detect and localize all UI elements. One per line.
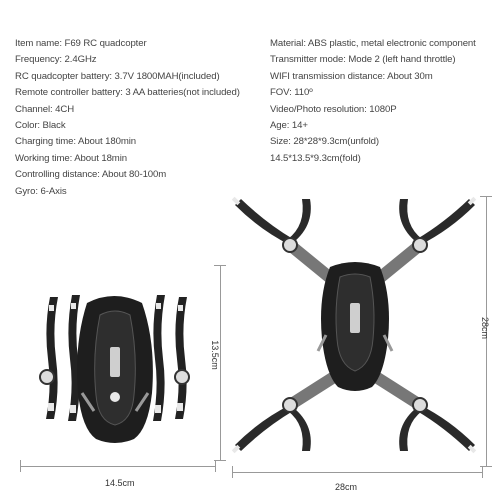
spec-list-left: Item name: F69 RC quadcopter Frequency: … bbox=[15, 36, 240, 200]
spec-quadcopter-battery: RC quadcopter battery: 3.7V 1800MAH(incl… bbox=[15, 70, 220, 82]
folded-height-label: 13.5cm bbox=[209, 340, 220, 370]
unfolded-height-tick-top bbox=[480, 196, 492, 197]
spec-size-unfold: Size: 28*28*9.3cm(unfold) bbox=[270, 136, 379, 148]
unfolded-width-tick-left bbox=[232, 466, 233, 478]
spec-resolution: Video/Photo resolution: 1080P bbox=[270, 103, 397, 115]
spec-size-fold: 14.5*13.5*9.3cm(fold) bbox=[270, 152, 361, 164]
spec-controlling-distance: Controlling distance: About 80-100m bbox=[15, 169, 167, 181]
spec-frequency: Frequency: 2.4GHz bbox=[15, 54, 97, 66]
folded-width-tick-left bbox=[20, 460, 21, 472]
spec-channel: Channel: 4CH bbox=[15, 103, 75, 115]
spec-gyro: Gyro: 6-Axis bbox=[15, 185, 67, 197]
folded-width-line bbox=[20, 466, 215, 467]
unfolded-width-tick-right bbox=[482, 466, 483, 478]
spec-transmitter-mode: Transmitter mode: Mode 2 (left hand thro… bbox=[270, 54, 456, 66]
spec-item-name: Item name: F69 RC quadcopter bbox=[15, 38, 147, 49]
folded-height-line bbox=[220, 265, 221, 460]
folded-drone-image bbox=[39, 295, 190, 443]
folded-height-tick-bottom bbox=[214, 460, 226, 461]
unfolded-width-line bbox=[232, 472, 482, 473]
folded-width-tick-right bbox=[215, 460, 216, 472]
spec-working-time: Working time: About 18min bbox=[15, 152, 127, 164]
folded-height-tick-top bbox=[214, 265, 226, 266]
spec-material: Material: ABS plastic, metal electronic … bbox=[270, 38, 476, 49]
unfolded-height-line bbox=[486, 196, 487, 466]
spec-wifi-distance: WIFI transmission distance: About 30m bbox=[270, 70, 433, 82]
spec-color: Color: Black bbox=[15, 120, 66, 132]
unfolded-height-tick-bottom bbox=[480, 466, 492, 467]
unfolded-drone-image bbox=[231, 196, 477, 454]
spec-charging-time: Charging time: About 180min bbox=[15, 136, 137, 148]
unfolded-height-label: 28cm bbox=[480, 316, 491, 340]
spec-controller-battery: Remote controller battery: 3 AA batterie… bbox=[15, 87, 240, 99]
spec-age: Age: 14+ bbox=[270, 120, 308, 132]
unfolded-width-label: 28cm bbox=[335, 482, 358, 492]
spec-list-right: Material: ABS plastic, metal electronic … bbox=[270, 36, 476, 167]
folded-width-label: 14.5cm bbox=[105, 478, 135, 488]
spec-fov: FOV: 110º bbox=[270, 87, 313, 99]
